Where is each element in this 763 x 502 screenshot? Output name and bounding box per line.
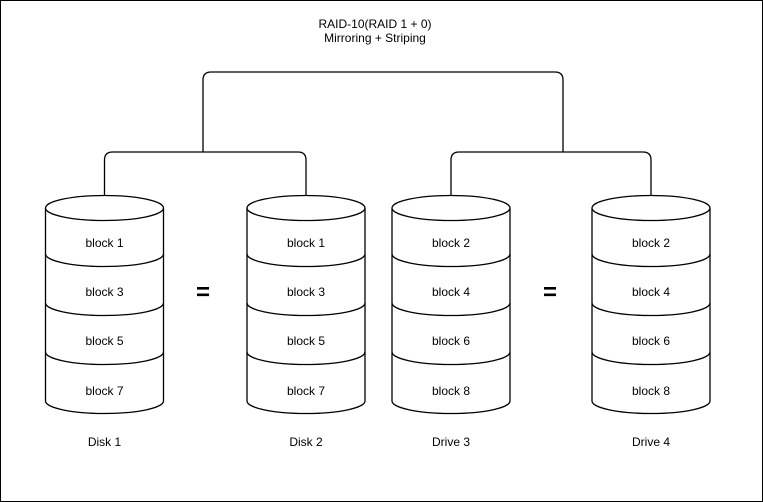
- drive3-block-label: block 6: [431, 334, 471, 348]
- drive4-block-label: block 8: [631, 384, 671, 398]
- drive3-block-label: block 4: [431, 285, 471, 299]
- disk2-block-label: block 3: [286, 285, 326, 299]
- cylinder-separators: [44, 253, 165, 366]
- cylinder-top: [591, 194, 711, 222]
- disk2-name-label: Disk 2: [289, 435, 323, 449]
- drive4-block-label: block 2: [631, 236, 671, 250]
- disk1-block-label: block 1: [85, 236, 124, 250]
- disk1-block-label: block 3: [85, 285, 124, 299]
- cylinder-body: [591, 208, 711, 415]
- cylinder-separators: [246, 253, 366, 366]
- drive3-block-label: block 8: [431, 384, 471, 398]
- cylinder-drive-4: [591, 194, 711, 415]
- cylinder-separators: [391, 253, 511, 366]
- raid1-bracket-right: [450, 151, 652, 197]
- cylinder-top: [44, 194, 165, 222]
- cylinder-disk-1: [44, 194, 165, 415]
- cylinder-top: [391, 194, 511, 222]
- raid0-bracket: [202, 71, 564, 152]
- drive3-name-label: Drive 3: [431, 435, 471, 449]
- disk2-block-label: block 1: [286, 236, 326, 250]
- cylinder-body: [391, 208, 511, 415]
- raid1-bracket-left: [103, 151, 307, 197]
- disk2-block-label: block 5: [286, 334, 326, 348]
- cylinder-disk-2: [246, 194, 366, 415]
- cylinder-drive-3: [391, 194, 511, 415]
- drive4-block-label: block 4: [631, 285, 671, 299]
- disk1-name-label: Disk 1: [87, 435, 122, 449]
- disk1-block-label: block 7: [85, 384, 124, 398]
- drive3-block-label: block 2: [431, 236, 471, 250]
- drive4-name-label: Drive 4: [631, 435, 671, 449]
- diagram-header: RAID-10(RAID 1 + 0) Mirroring + Striping: [318, 17, 432, 45]
- drive4-block-label: block 6: [631, 334, 671, 348]
- disk1-block-label: block 5: [85, 334, 124, 348]
- diagram-title: RAID-10(RAID 1 + 0): [318, 17, 432, 31]
- equals-sign-right: =: [542, 279, 558, 306]
- cylinder-body: [44, 208, 165, 415]
- equals-sign-left: =: [195, 279, 211, 306]
- disk2-block-label: block 7: [286, 384, 326, 398]
- cylinder-top: [246, 194, 366, 222]
- cylinder-body: [246, 208, 366, 415]
- cylinder-separators: [591, 253, 711, 366]
- diagram-subtitle: Mirroring + Striping: [324, 30, 426, 45]
